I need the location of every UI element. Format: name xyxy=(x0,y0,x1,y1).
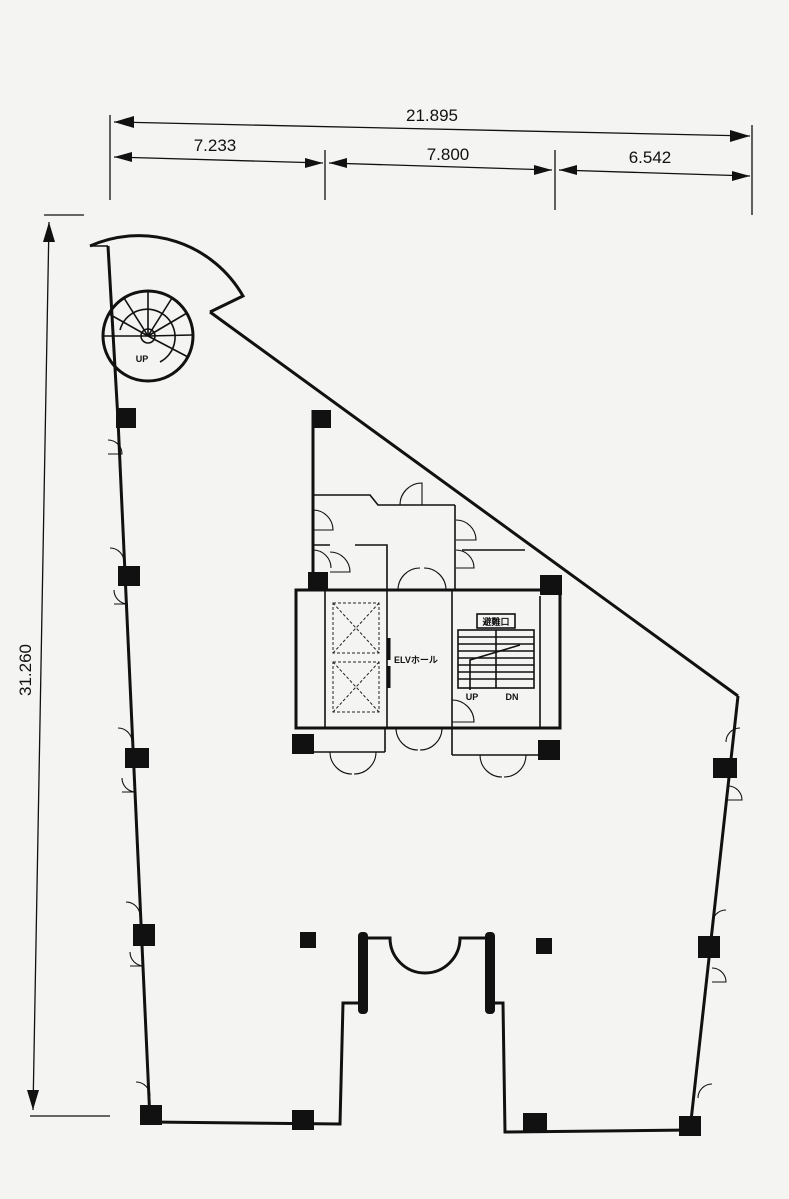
exterior-openings xyxy=(107,439,743,1099)
spiral-stair xyxy=(89,234,246,383)
core-doors xyxy=(312,482,527,778)
core-stair-up-label: UP xyxy=(466,692,479,702)
core-stair xyxy=(457,613,535,690)
dimension-overall-depth: 31.260 xyxy=(16,644,35,696)
spiral-stair-up-label: UP xyxy=(136,354,149,364)
dimension-overall-width: 21.895 xyxy=(406,106,458,125)
dimension-segment-2: 7.800 xyxy=(427,145,470,164)
exterior-walls xyxy=(106,245,740,1134)
elevator-hall-label: ELVホール xyxy=(394,655,438,665)
core-walls xyxy=(294,410,562,756)
dimension-segment-1: 7.233 xyxy=(194,136,237,155)
structural-columns xyxy=(116,408,737,1136)
entrance xyxy=(358,932,495,1014)
dimension-segment-3: 6.542 xyxy=(629,148,672,167)
core-stair-down-label: DN xyxy=(506,692,519,702)
dimension-lines xyxy=(27,115,753,1117)
stair-sign-label: 避難口 xyxy=(482,616,509,627)
elevator-shafts xyxy=(332,602,391,713)
